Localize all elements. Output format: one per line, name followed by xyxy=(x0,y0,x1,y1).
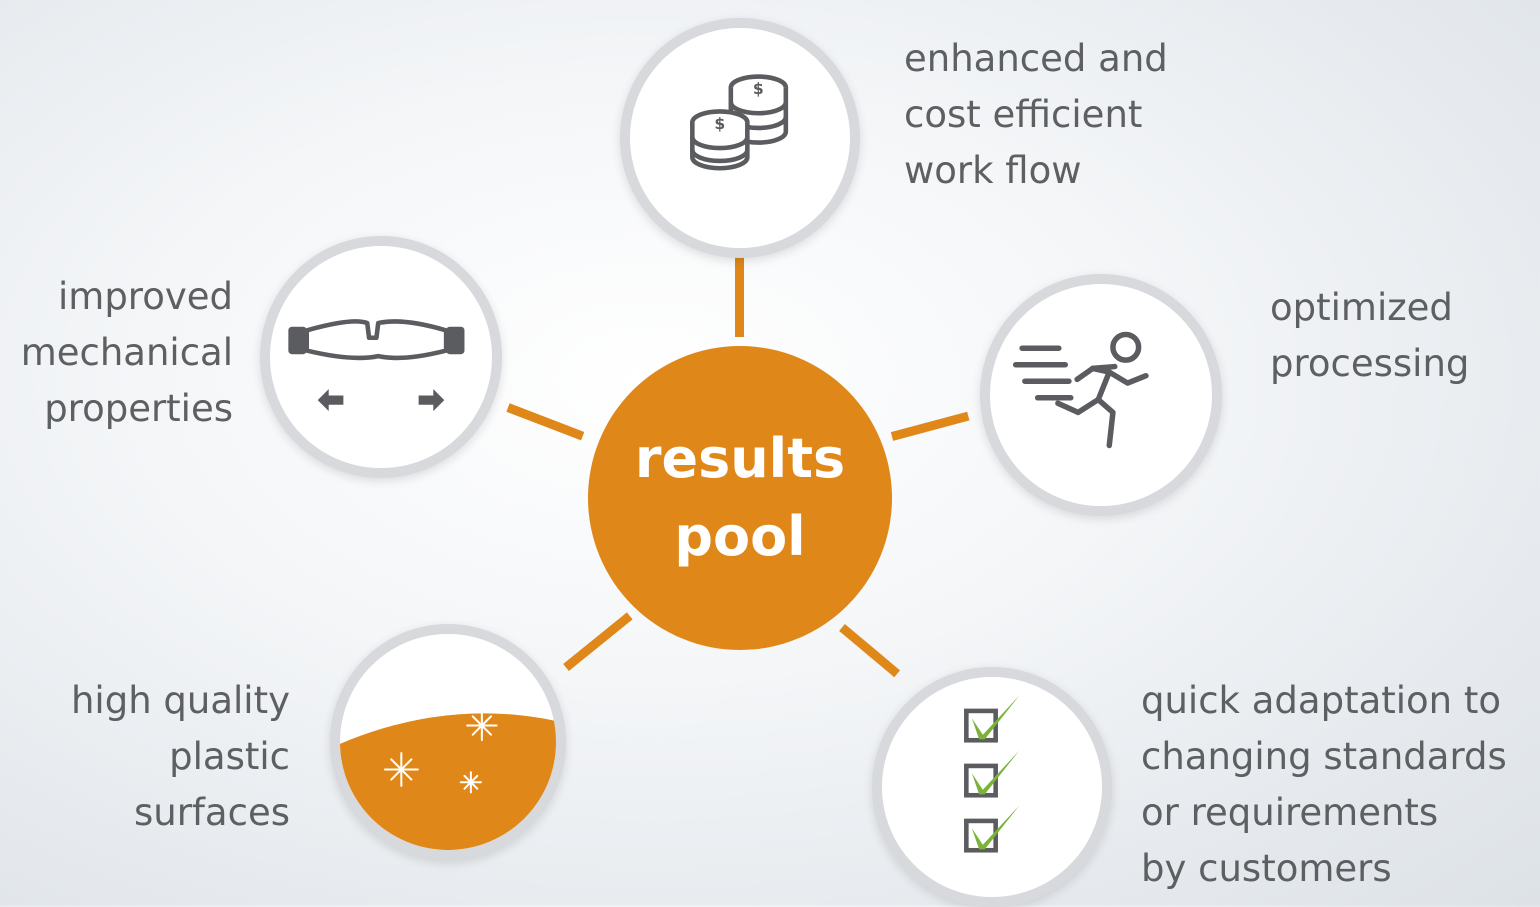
running-person-icon xyxy=(1012,331,1149,449)
node-adaptation xyxy=(872,667,1112,907)
label-line: improved xyxy=(58,275,233,318)
label-line: enhanced and xyxy=(904,37,1168,80)
label-line: quick adaptation to xyxy=(1141,679,1502,722)
label-line: optimized xyxy=(1270,286,1453,329)
label-processing: optimized processing xyxy=(1270,280,1469,392)
node-processing xyxy=(980,274,1222,516)
tensile-specimen-icon xyxy=(288,319,465,412)
node-mechanical xyxy=(260,236,502,478)
hub-label-line-2: pool xyxy=(674,505,806,568)
node-surfaces xyxy=(330,624,566,860)
label-line: high quality xyxy=(70,679,290,722)
label-line: properties xyxy=(44,387,233,430)
connector-top xyxy=(735,255,744,337)
svg-text:$: $ xyxy=(753,80,764,98)
label-line: or requirements xyxy=(1141,791,1439,834)
label-mechanical: improved mechanical properties xyxy=(21,269,233,437)
sparkle-surface-icon xyxy=(340,709,556,850)
svg-text:$: $ xyxy=(714,115,725,133)
label-line: by customers xyxy=(1141,847,1392,890)
label-line: mechanical xyxy=(20,331,233,374)
hub-label-line-1: results xyxy=(634,427,846,490)
label-line: processing xyxy=(1270,342,1470,385)
label-line: cost efficient xyxy=(904,93,1143,136)
label-cost-efficiency: enhanced and cost efficient work flow xyxy=(904,31,1168,199)
label-surfaces: high quality plastic surfaces xyxy=(71,673,290,841)
connector-bottom-right xyxy=(839,624,901,678)
node-cost-efficiency: $ $ xyxy=(620,18,860,258)
checklist-icon xyxy=(964,695,1020,853)
label-line: surfaces xyxy=(133,791,290,834)
label-adaptation: quick adaptation to changing standards o… xyxy=(1141,673,1507,897)
coins-icon: $ $ xyxy=(690,74,789,171)
connector-left xyxy=(506,403,585,441)
connector-bottom-left xyxy=(563,612,633,671)
label-line: changing standards xyxy=(1141,735,1507,778)
label-line: work flow xyxy=(904,149,1082,192)
results-pool-hub: results pool xyxy=(588,346,892,650)
connector-right xyxy=(890,411,970,441)
label-line: plastic xyxy=(169,735,290,778)
